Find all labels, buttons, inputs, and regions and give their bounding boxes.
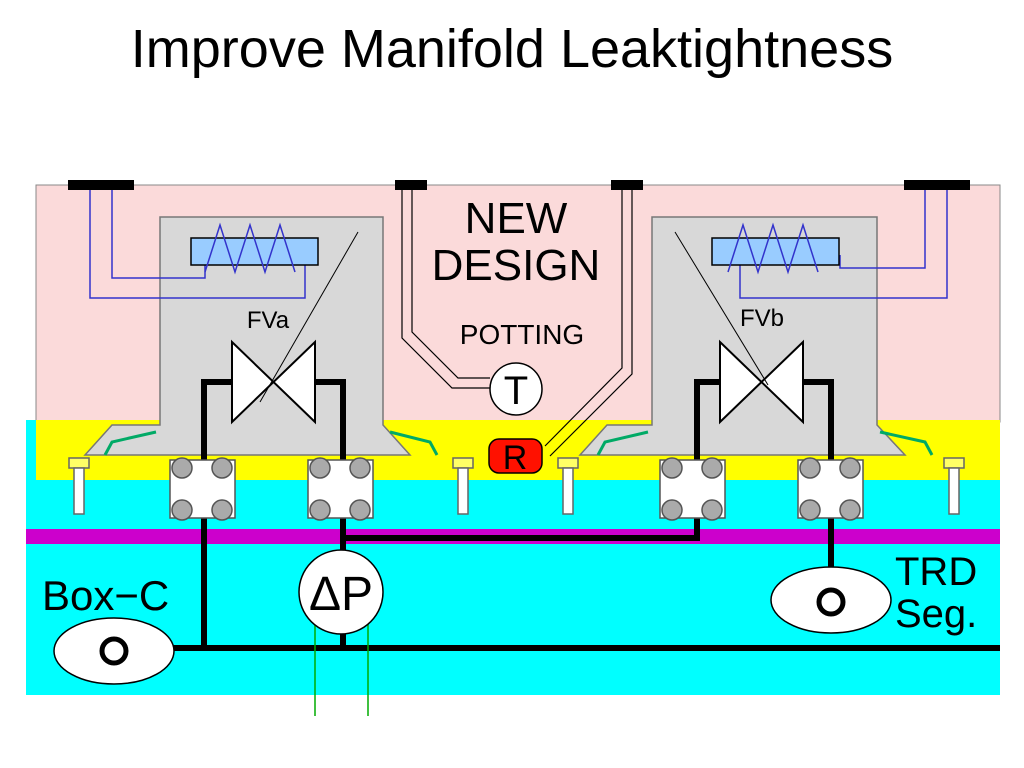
pressure-sensor-label: ΔP: [309, 568, 373, 621]
box-c-label: Box−C: [42, 572, 169, 619]
top-connector-3: [611, 180, 643, 190]
valve-b-label: FVb: [740, 305, 784, 332]
pressure-leads: [314, 610, 369, 716]
top-connector-1: [68, 180, 134, 190]
fittings: [169, 457, 864, 521]
top-connector-2: [395, 180, 427, 190]
heater-a: [190, 237, 319, 266]
valve-body-b: [578, 216, 907, 456]
bolts: [68, 457, 965, 515]
pressure-sensor: [298, 549, 384, 635]
trd-seg-label-line-2: Seg.: [895, 592, 977, 636]
sensor-wires: [401, 190, 633, 457]
new-design-label-line-1: NEW: [465, 194, 568, 243]
top-connector-4: [904, 180, 970, 190]
resistor: [488, 438, 543, 474]
temperature-sensor: [489, 362, 543, 416]
heater-a-coil: [204, 222, 296, 275]
valve-b-symbol: [674, 231, 804, 425]
heater-b-coil: [727, 222, 819, 275]
valve-body-a: [83, 216, 412, 456]
trd-seg-label-line-1: TRD: [895, 550, 977, 594]
heater-wires: [89, 190, 948, 299]
new-design-label-line-2: DESIGN: [432, 241, 601, 290]
temperature-sensor-label: T: [504, 369, 528, 413]
resistor-label: R: [503, 439, 528, 477]
potting-label: POTTING: [460, 319, 584, 350]
box-c-port: [99, 636, 129, 666]
seal-lines: [103, 430, 934, 456]
valve-a-label: FVa: [247, 307, 290, 334]
heater-b: [711, 237, 840, 266]
slide-title: Improve Manifold Leaktightness: [130, 19, 894, 79]
valve-a-symbol: [231, 231, 359, 425]
trd-seg-port: [816, 587, 846, 617]
